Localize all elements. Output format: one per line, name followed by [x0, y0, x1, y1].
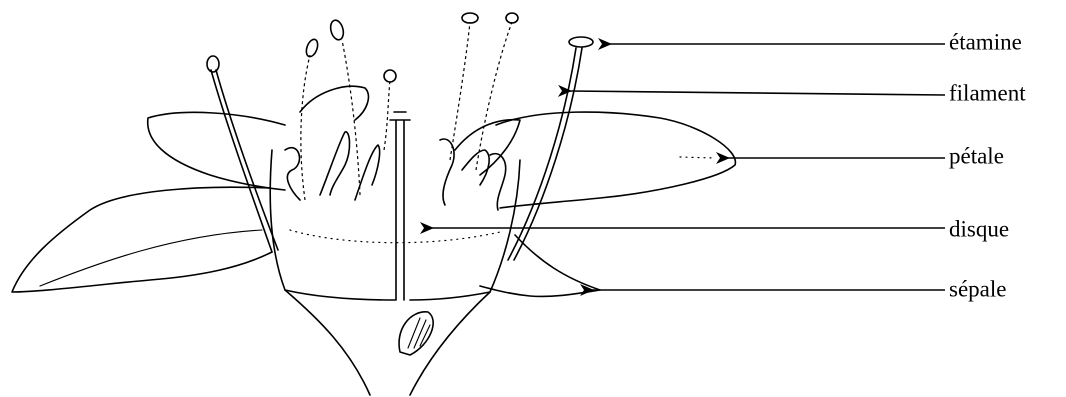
label-arrows [432, 44, 945, 290]
receptacle [285, 290, 490, 395]
petal-back [300, 86, 368, 120]
flower-drawing [12, 13, 735, 395]
petal-left [148, 112, 285, 190]
stamen-filament-c [450, 22, 470, 160]
ovule [399, 312, 433, 355]
petal-right [496, 112, 735, 208]
anther-left [207, 56, 219, 72]
stamen-filament-a [301, 55, 310, 200]
cup-dots [290, 230, 500, 243]
labels: étamine filament pétale disque sépale [949, 29, 1026, 301]
inner-stamen-1 [285, 148, 300, 200]
label-sepale: sépale [949, 276, 1006, 301]
label-etamine: étamine [949, 29, 1022, 54]
arrow-filament [570, 91, 945, 95]
inner-stamen-2 [320, 132, 350, 195]
stamen-filament-left [211, 70, 278, 252]
stamen-filament-e [384, 80, 390, 150]
label-filament: filament [949, 80, 1026, 105]
anther-c [462, 13, 478, 23]
sepal-left [12, 187, 272, 292]
anther-a [304, 38, 320, 58]
anther-right [569, 37, 593, 47]
petal-right-dots [680, 157, 715, 158]
anther-e [384, 70, 396, 82]
inner-stamen-3 [355, 145, 380, 200]
ovule-lines [408, 318, 430, 348]
label-disque: disque [949, 216, 1009, 241]
sepal-left-vein [40, 230, 262, 286]
anther-b [329, 19, 346, 41]
anther-d [506, 13, 518, 23]
inner-stamen-4 [440, 139, 454, 205]
sepal-right [480, 235, 600, 296]
pistil [390, 112, 410, 300]
inner-stamen-6 [490, 154, 506, 210]
label-petale: pétale [949, 143, 1004, 168]
inner-stamen-5 [462, 150, 489, 185]
